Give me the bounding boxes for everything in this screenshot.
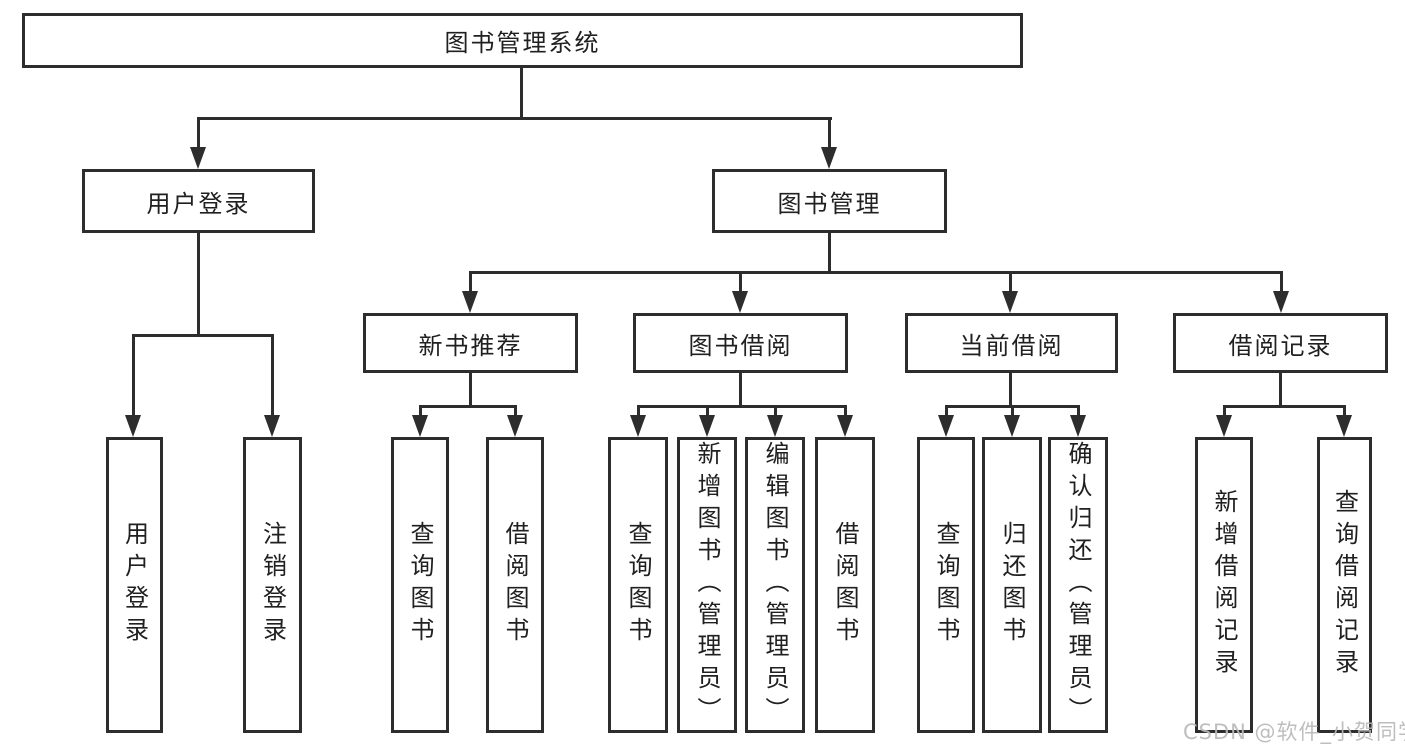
arrowhead-down-icon: [630, 415, 646, 437]
node-borrow-records-label: 借阅记录: [1228, 331, 1333, 360]
connector-stem: [419, 407, 422, 417]
arrowhead-down-icon: [507, 415, 523, 437]
connector-bookmgmt-bus: [469, 271, 1283, 274]
arrowhead-down-icon: [1336, 415, 1352, 437]
arrowhead-down-icon: [1070, 415, 1086, 437]
leaf-query-borrow-record: 查询借阅记录: [1317, 437, 1372, 733]
leaf-query-books-borrowing-label: 查询图书: [624, 521, 652, 649]
connector-userlogin-bus: [132, 334, 274, 337]
leaf-confirm-return-admin-label: 确认归还（管理员）: [1064, 441, 1092, 729]
node-new-book-recommend-label: 新书推荐: [418, 331, 523, 360]
leaf-add-book-admin: 新增图书（管理员）: [677, 437, 737, 733]
node-root: 图书管理系统: [22, 13, 1023, 68]
connector-borrowing-drop: [739, 373, 742, 407]
leaf-return-books-label: 归还图书: [998, 521, 1026, 649]
connector-stem: [945, 407, 948, 417]
leaf-user-login: 用户登录: [106, 437, 163, 733]
arrowhead-down-icon: [125, 415, 141, 437]
connector-userlogin-drop: [197, 233, 200, 337]
csdn-watermark: CSDN @软件_小贺同学: [1183, 720, 1405, 744]
arrowhead-down-icon: [837, 415, 853, 437]
connector-stem: [469, 273, 472, 293]
leaf-query-books-current: 查询图书: [917, 437, 975, 733]
arrowhead-down-icon: [1216, 415, 1232, 437]
connector-current-bus: [945, 405, 1080, 408]
connector-stem: [706, 407, 709, 417]
arrowhead-down-icon: [821, 147, 837, 169]
leaf-query-books-recommend-label: 查询图书: [406, 521, 434, 649]
connector-current-drop: [1009, 373, 1012, 407]
leaf-borrow-books-borrowing: 借阅图书: [815, 437, 875, 733]
node-book-management: 图书管理: [712, 169, 947, 233]
arrowhead-down-icon: [1004, 415, 1020, 437]
connector-stem: [197, 119, 200, 149]
arrowhead-down-icon: [1002, 291, 1018, 313]
node-user-login: 用户登录: [82, 169, 315, 233]
connector-stem: [1011, 407, 1014, 417]
connector-root-drop: [520, 68, 523, 119]
node-new-book-recommend: 新书推荐: [363, 313, 578, 373]
arrowhead-down-icon: [190, 147, 206, 169]
node-borrow-records: 借阅记录: [1173, 313, 1388, 373]
arrowhead-down-icon: [699, 415, 715, 437]
leaf-return-books: 归还图书: [982, 437, 1042, 733]
leaf-add-book-admin-label: 新增图书（管理员）: [693, 441, 721, 729]
leaf-borrow-books-borrowing-label: 借阅图书: [831, 521, 859, 649]
node-current-borrowing-label: 当前借阅: [959, 331, 1064, 360]
node-current-borrowing: 当前借阅: [905, 313, 1118, 373]
connector-stem: [1223, 407, 1226, 417]
connector-stem: [1280, 273, 1283, 293]
leaf-query-books-current-label: 查询图书: [932, 521, 960, 649]
leaf-add-borrow-record-label: 新增借阅记录: [1210, 489, 1238, 681]
connector-stem: [1343, 407, 1346, 417]
connector-stem: [132, 336, 135, 416]
leaf-logout-label: 注销登录: [258, 521, 287, 649]
leaf-user-login-label: 用户登录: [120, 521, 149, 649]
connector-stem: [514, 407, 517, 417]
connector-recommend-bus: [419, 405, 517, 408]
node-book-borrowing-label: 图书借阅: [688, 331, 793, 360]
connector-bookmgmt-drop: [828, 233, 831, 274]
leaf-borrow-books-recommend: 借阅图书: [486, 437, 544, 733]
leaf-borrow-books-recommend-label: 借阅图书: [501, 521, 529, 649]
arrowhead-down-icon: [264, 415, 280, 437]
connector-stem: [637, 407, 640, 417]
node-user-login-label: 用户登录: [146, 189, 251, 218]
connector-stem: [271, 336, 274, 416]
arrowhead-down-icon: [1273, 291, 1289, 313]
connector-stem: [1009, 273, 1012, 293]
connector-stem: [774, 407, 777, 417]
connector-root-bus: [197, 117, 832, 120]
node-book-borrowing: 图书借阅: [633, 313, 848, 373]
connector-recommend-drop: [469, 373, 472, 407]
arrowhead-down-icon: [462, 291, 478, 313]
leaf-query-books-borrowing: 查询图书: [608, 437, 668, 733]
leaf-edit-book-admin-label: 编辑图书（管理员）: [761, 441, 789, 729]
leaf-edit-book-admin: 编辑图书（管理员）: [745, 437, 805, 733]
arrowhead-down-icon: [767, 415, 783, 437]
connector-records-drop: [1279, 373, 1282, 407]
connector-stem: [739, 273, 742, 293]
leaf-add-borrow-record: 新增借阅记录: [1195, 437, 1253, 733]
connector-borrowing-bus: [637, 405, 847, 408]
connector-stem: [844, 407, 847, 417]
leaf-query-books-recommend: 查询图书: [391, 437, 449, 733]
leaf-query-borrow-record-label: 查询借阅记录: [1330, 489, 1359, 681]
arrowhead-down-icon: [412, 415, 428, 437]
leaf-confirm-return-admin: 确认归还（管理员）: [1048, 437, 1108, 733]
leaf-logout: 注销登录: [243, 437, 302, 733]
node-root-label: 图书管理系统: [444, 29, 601, 57]
node-book-management-label: 图书管理: [777, 189, 882, 218]
connector-stem: [1077, 407, 1080, 417]
connector-stem: [828, 119, 831, 149]
arrowhead-down-icon: [938, 415, 954, 437]
arrowhead-down-icon: [732, 291, 748, 313]
connector-records-bus: [1223, 405, 1346, 408]
